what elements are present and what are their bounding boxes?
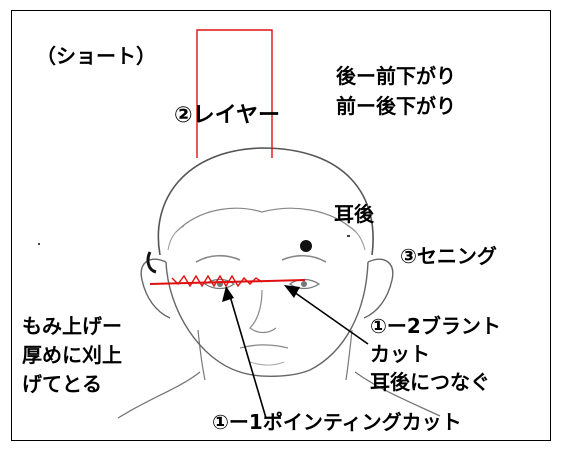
mouth [239,344,289,349]
diagram-frame [11,10,551,441]
blunt-cut-label-line1: ①ー2ブラント [370,314,501,338]
shoulder-left [117,371,201,419]
front-back-down-label: 前ー後下がり [336,94,456,118]
sideburns-label-line1: もみ上げー [22,314,122,338]
nose [249,289,277,334]
stray-mark-2 [347,235,350,237]
layer-guide-box [196,29,273,158]
sideburns-label-line2: 厚めに刈上 [22,343,122,367]
pointer-line-blunt [293,291,369,345]
blunt-cut-label-line3: 耳後につなぐ [370,370,490,394]
temple-right [347,225,366,251]
neck-left [197,329,206,381]
pointer-arrowhead-blunt [284,285,300,298]
stray-mark-1 [38,243,40,245]
ear-left [140,258,171,319]
ear-back-dot [300,240,312,252]
pointer-arrowhead-pointing [222,286,234,302]
chin-line [249,361,285,366]
temple-left [167,225,185,251]
layer-label: ②レイヤー [174,103,280,128]
brow-left [195,254,241,263]
category-label: （ショート） [36,44,156,68]
shoulder-right [354,371,441,417]
brow-right [281,254,327,263]
eye-left [203,278,236,290]
blunt-cut-line [149,279,306,285]
hairline [175,207,357,233]
head-outline [157,147,374,256]
pointing-cut-label: ①ー1ポインティングカット [212,410,462,434]
thinning-label: ③セニング [400,244,497,268]
face-outline [165,261,369,377]
iris-right [301,281,307,287]
pointing-cut-zigzag [171,274,263,288]
sideburns-label-line3: げてとる [22,372,102,396]
behind-ear-label: 耳後 [334,202,374,226]
sideburn-mark [146,251,157,274]
back-front-down-label: 後ー前下がり [336,64,456,88]
blunt-cut-label-line2: カット [370,342,430,366]
ear-right [363,258,394,319]
pointer-line-pointing [229,295,267,419]
neck-right [345,329,353,381]
